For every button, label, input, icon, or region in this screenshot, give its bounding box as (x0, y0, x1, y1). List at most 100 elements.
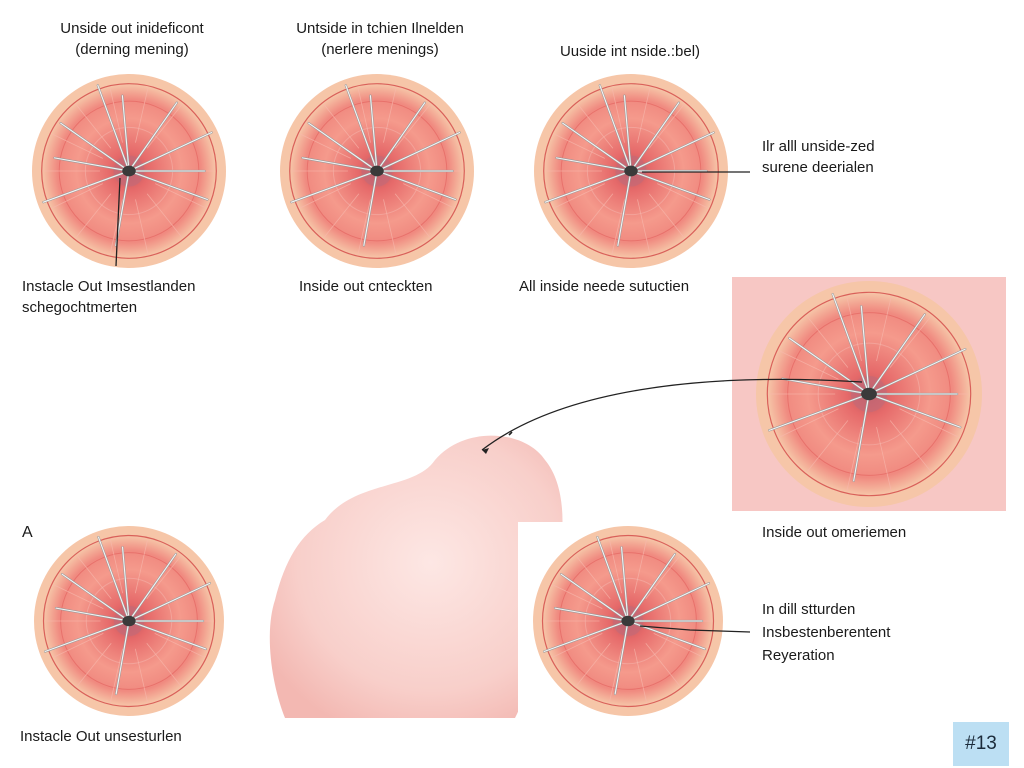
suture-strand (544, 170, 632, 203)
suture-strand (614, 620, 629, 695)
annotation-line: Ilr alll unside-zed (762, 138, 875, 155)
suture-strand (376, 170, 456, 201)
figure-number-badge: #13 (953, 722, 1009, 766)
suture-strand (55, 607, 130, 622)
caption-panel-2: Inside out cnteckten (299, 276, 432, 297)
meniscus-fiber (135, 199, 149, 255)
meniscus-fiber (633, 648, 647, 703)
suture-strand (308, 122, 378, 172)
suture-knot (621, 615, 635, 627)
meniscus-fiber (889, 420, 932, 472)
meniscus-fiber (611, 199, 625, 255)
meniscus-fiber (299, 133, 351, 159)
suture-strand (345, 84, 378, 172)
title-line: Untside in tchien Ilnelden (296, 20, 464, 37)
caption-panel-1: Instacle Out Imsestlanden schegochtmerte… (22, 276, 195, 318)
caption-line: Instacle Out Imsestlanden (22, 278, 196, 295)
meniscus-fiber (552, 584, 603, 609)
caption-line: Inside out omeriemen (762, 524, 907, 541)
meniscus-fiber (155, 183, 207, 209)
annotation-line: In dill stturden (762, 601, 856, 618)
meniscus-fiber (76, 555, 112, 599)
meniscus-fiber (876, 426, 892, 492)
meniscus-fiber (806, 316, 849, 368)
meniscus-fiber (394, 104, 431, 149)
suture-strand (630, 102, 680, 172)
meniscus-fiber (323, 104, 360, 149)
suture-strand (868, 393, 961, 428)
meniscus-fiber (577, 104, 614, 149)
suture-knot (370, 165, 384, 177)
annotation-line: Insbestenberentent (762, 624, 891, 641)
suture-knot (122, 615, 136, 627)
meniscus-fiber (553, 183, 605, 209)
meniscus-panel-b (518, 522, 738, 720)
title-line: Unside out inideficont (60, 20, 204, 37)
annotation-line: Reyeration (762, 647, 835, 664)
caption-line: schegochtmerten (22, 299, 138, 316)
meniscus-fiber (648, 193, 685, 238)
meniscus-fiber (779, 350, 839, 380)
title-inside-out: Unside out inideficont (derning mening) (20, 18, 244, 60)
meniscus-panel-a (20, 522, 238, 720)
meniscus-fiber (51, 133, 103, 159)
suture-strand (630, 170, 710, 201)
meniscus-fiber (110, 648, 124, 703)
meniscus-fiber (146, 555, 182, 599)
suture-strand (128, 102, 178, 172)
suture-strand (620, 546, 629, 622)
suture-strand (630, 131, 715, 172)
meniscus-fiber (645, 555, 681, 599)
meniscus-fiber (609, 648, 623, 703)
suture-strand (369, 95, 378, 172)
meniscus-fiber (577, 193, 614, 238)
meniscus-fiber (299, 183, 351, 209)
suture-strand (376, 131, 461, 172)
meniscus-fiber (76, 643, 112, 687)
meniscus-fiber (645, 643, 681, 687)
suture-knot (122, 165, 136, 177)
suture-strand (627, 553, 676, 622)
caption-panel-3: All inside neede sutuctien (519, 276, 689, 297)
title-all-inside: Uuside int nside.:bel) (518, 41, 742, 62)
suture-strand (121, 95, 130, 172)
suture-strand (555, 157, 632, 172)
meniscus-fiber (876, 296, 892, 362)
suture-strand (290, 170, 378, 203)
suture-strand (560, 573, 629, 622)
caption-line: All inside neede sutuctien (519, 278, 690, 295)
meniscus-fiber (575, 555, 611, 599)
meniscus-fiber (383, 87, 397, 143)
suture-strand (128, 582, 211, 622)
meniscus-panel-3 (522, 70, 740, 272)
title-outside-in: Untside in tchien Ilnelden (nerlere meni… (268, 18, 492, 60)
meniscus-fiber (394, 193, 431, 238)
suture-strand (832, 293, 870, 395)
tissue-illustration (265, 430, 575, 720)
caption-panel-a: Instacle Out unsesturlen (20, 726, 182, 747)
suture-strand (44, 620, 130, 653)
panel-letter-a: A (22, 524, 33, 541)
suture-strand (363, 170, 378, 247)
suture-strand (599, 84, 632, 172)
meniscus-fiber (110, 539, 124, 594)
meniscus-fiber (889, 316, 932, 368)
meniscus-fiber (323, 193, 360, 238)
meniscus-fiber (383, 199, 397, 255)
meniscus-fiber (552, 633, 603, 658)
meniscus-fiber (357, 199, 371, 255)
meniscus-fiber (637, 87, 651, 143)
suture-strand (868, 313, 926, 395)
meniscus-fiber (899, 408, 959, 438)
caption-line: Instacle Out unsesturlen (20, 728, 182, 745)
meniscus-fiber (657, 183, 709, 209)
suture-strand (623, 95, 632, 172)
meniscus-fiber (575, 643, 611, 687)
meniscus-fiber (633, 539, 647, 594)
annotation-bottom-right: In dill stturden Insbestenberentent Reye… (762, 598, 890, 667)
suture-strand (376, 102, 426, 172)
title-line: Uuside int nside.:bel) (559, 43, 701, 60)
suture-strand (60, 122, 130, 172)
meniscus-fiber (154, 633, 205, 658)
suture-strand (868, 348, 966, 395)
